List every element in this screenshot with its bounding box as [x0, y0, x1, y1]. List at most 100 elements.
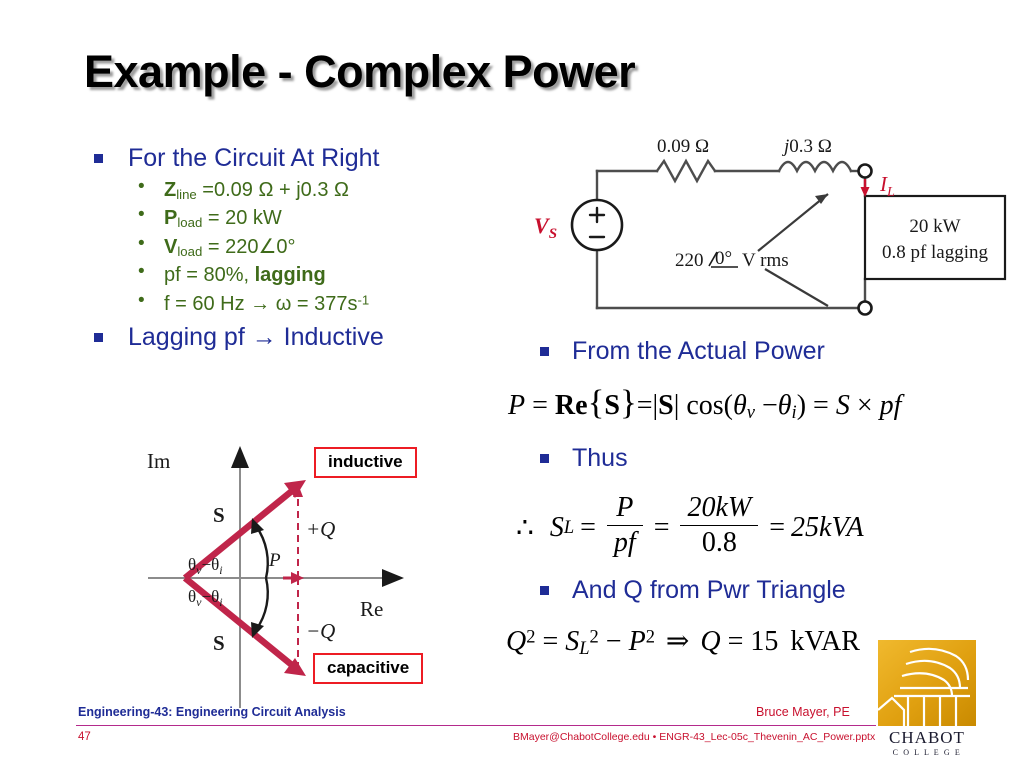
- current-label: IL: [879, 172, 895, 200]
- eq3-equals2: =: [727, 626, 744, 657]
- eq3-sub-L: L: [579, 638, 590, 659]
- eq2-fraction-2: 20kW 0.8: [680, 492, 759, 559]
- bullet-z-line: Zline =0.09 Ω + j0.3 Ω: [86, 174, 506, 205]
- voltage-annotation-label: 220 0° V rms: [675, 248, 789, 271]
- eq2-denominator-1: pf: [606, 525, 643, 559]
- eq3-S: S: [565, 626, 580, 657]
- power-triangle-diagram: Im Re S S: [108, 438, 478, 708]
- circuit-svg: 0.09 Ω j0.3 Ω VS IL 20 kW 0.8 pf lagging…: [534, 136, 1007, 316]
- eq1-abs-open: =|: [636, 390, 659, 421]
- eq2-sub-L: L: [563, 517, 575, 537]
- load-box: [863, 194, 1007, 281]
- s-vectors: [182, 483, 301, 673]
- eq2-result: 25kVA: [791, 511, 864, 543]
- equation-actual-power: P = Re{S}=|S| cos(θv −θi) = S × pf: [508, 383, 902, 423]
- logo-gold-panel: [878, 640, 976, 726]
- bullet-lagging-inductive: Lagging pf → Inductive: [86, 322, 506, 353]
- eq1-close: ): [796, 390, 807, 421]
- logo-svg: CHABOT C O L L E G E: [877, 640, 976, 757]
- eq2-equals2: =: [653, 511, 670, 543]
- angle-arc-upper: [255, 525, 269, 579]
- angle-label-upper: θv−θi: [188, 555, 223, 577]
- eq1-S: S: [604, 390, 620, 421]
- bullet-p-load: Pload = 20 kW: [86, 202, 506, 233]
- z-subscript: line: [176, 186, 197, 202]
- inductor-symbol: [777, 160, 853, 174]
- p-subscript: load: [177, 215, 203, 231]
- power-triangle-svg: Im Re S S: [147, 446, 404, 708]
- eq1-times: ×: [856, 390, 873, 421]
- eq1-Re: Re: [554, 390, 588, 421]
- eq3-minus: −: [605, 626, 622, 657]
- p-label: P: [268, 550, 281, 571]
- eq3-implies: ⇒: [665, 626, 690, 657]
- f-exponent: -1: [357, 292, 370, 308]
- eq1-equals: =: [532, 390, 548, 421]
- resistor-symbol: [655, 158, 717, 184]
- bullet-thus: Thus: [530, 443, 628, 473]
- eq2-fraction-1: P pf: [606, 492, 643, 559]
- eq1-theta-v: θ: [733, 390, 747, 421]
- eq2-equals: =: [580, 511, 596, 543]
- svg-text:0°: 0°: [715, 248, 732, 269]
- bullet-for-the-circuit: For the Circuit At Right: [86, 143, 506, 174]
- terminal-bottom: [857, 300, 873, 316]
- eq3-P: P: [628, 626, 646, 657]
- source-label: VS: [534, 213, 557, 242]
- im-axis-label: Im: [147, 449, 170, 473]
- f-value: = 60 Hz → ω = 377s: [169, 292, 358, 315]
- pf-lagging: lagging: [254, 264, 326, 287]
- leader-upper: [757, 193, 829, 252]
- logo-subtitle: C O L L E G E: [893, 748, 962, 757]
- footer-divider: [76, 725, 876, 726]
- bullet-frequency: f = 60 Hz → ω = 377s-1: [86, 288, 506, 318]
- pf-value: = 80%,: [180, 264, 255, 287]
- eq2-equals3: =: [769, 511, 786, 543]
- eq3-equals: =: [542, 626, 559, 657]
- bullet-pf: pf = 80%, lagging: [86, 259, 506, 289]
- footer-page-number: 47: [78, 731, 91, 743]
- im-axis-arrowhead: [231, 446, 249, 468]
- p-arrowhead: [291, 572, 304, 584]
- eq1-equals2: =: [813, 390, 829, 421]
- v-value: = 220∠0°: [202, 235, 296, 258]
- right-bullet-actual-power: From the Actual Power: [530, 336, 1020, 366]
- eq3-Q2: Q: [700, 626, 721, 657]
- leader-lower: [764, 268, 829, 307]
- s-vector-capacitive: [182, 575, 301, 673]
- s-vector-inductive: [182, 483, 301, 581]
- eq1-minus: −: [761, 390, 778, 421]
- s-label-lower: S: [213, 631, 225, 655]
- eq3-sup-a: 2: [526, 626, 536, 647]
- eq2-numerator-2: 20kW: [687, 492, 752, 523]
- eq3-Q: Q: [506, 626, 527, 657]
- bullet-from-actual-power: From the Actual Power: [530, 336, 1020, 366]
- footer-email-filename: BMayer@ChabotCollege.edu • ENGR-43_Lec-0…: [513, 731, 876, 743]
- v-symbol: V: [164, 235, 178, 258]
- eq3-unit: kVAR: [790, 626, 860, 657]
- page-title: Example - Complex Power: [84, 46, 636, 97]
- left-bullet-list: For the Circuit At Right Zline =0.09 Ω +…: [86, 143, 506, 355]
- s-label-upper: S: [213, 503, 225, 527]
- p-symbol: P: [164, 207, 178, 230]
- source-polarity-plus: [588, 206, 606, 224]
- footer-author: Bruce Mayer, PE: [756, 705, 850, 719]
- z-value: =0.09 Ω + j0.3 Ω: [196, 178, 349, 201]
- tag-capacitive: capacitive: [313, 653, 424, 684]
- logo-architecture-art: [877, 647, 970, 726]
- minus-q-label: −Q: [306, 619, 335, 643]
- eq2-denominator-2: 0.8: [680, 525, 759, 559]
- eq1-pf: pf: [879, 390, 902, 421]
- logo-name: CHABOT: [889, 728, 965, 747]
- eq3-sup-c: 2: [645, 626, 655, 647]
- leader-arrowhead: [815, 194, 828, 204]
- circuit-diagram: 0.09 Ω j0.3 Ω VS IL 20 kW 0.8 pf lagging…: [512, 134, 1024, 326]
- load-power-label: 20 kW: [909, 216, 960, 237]
- eq1-abs-close: |: [673, 390, 680, 421]
- eq2-S: S: [549, 511, 564, 543]
- bullet-v-load: Vload = 220∠0°: [86, 231, 506, 262]
- eq1-sub-v: v: [746, 402, 755, 423]
- f-symbol: f: [164, 292, 170, 315]
- current-arrow-il: [860, 179, 870, 197]
